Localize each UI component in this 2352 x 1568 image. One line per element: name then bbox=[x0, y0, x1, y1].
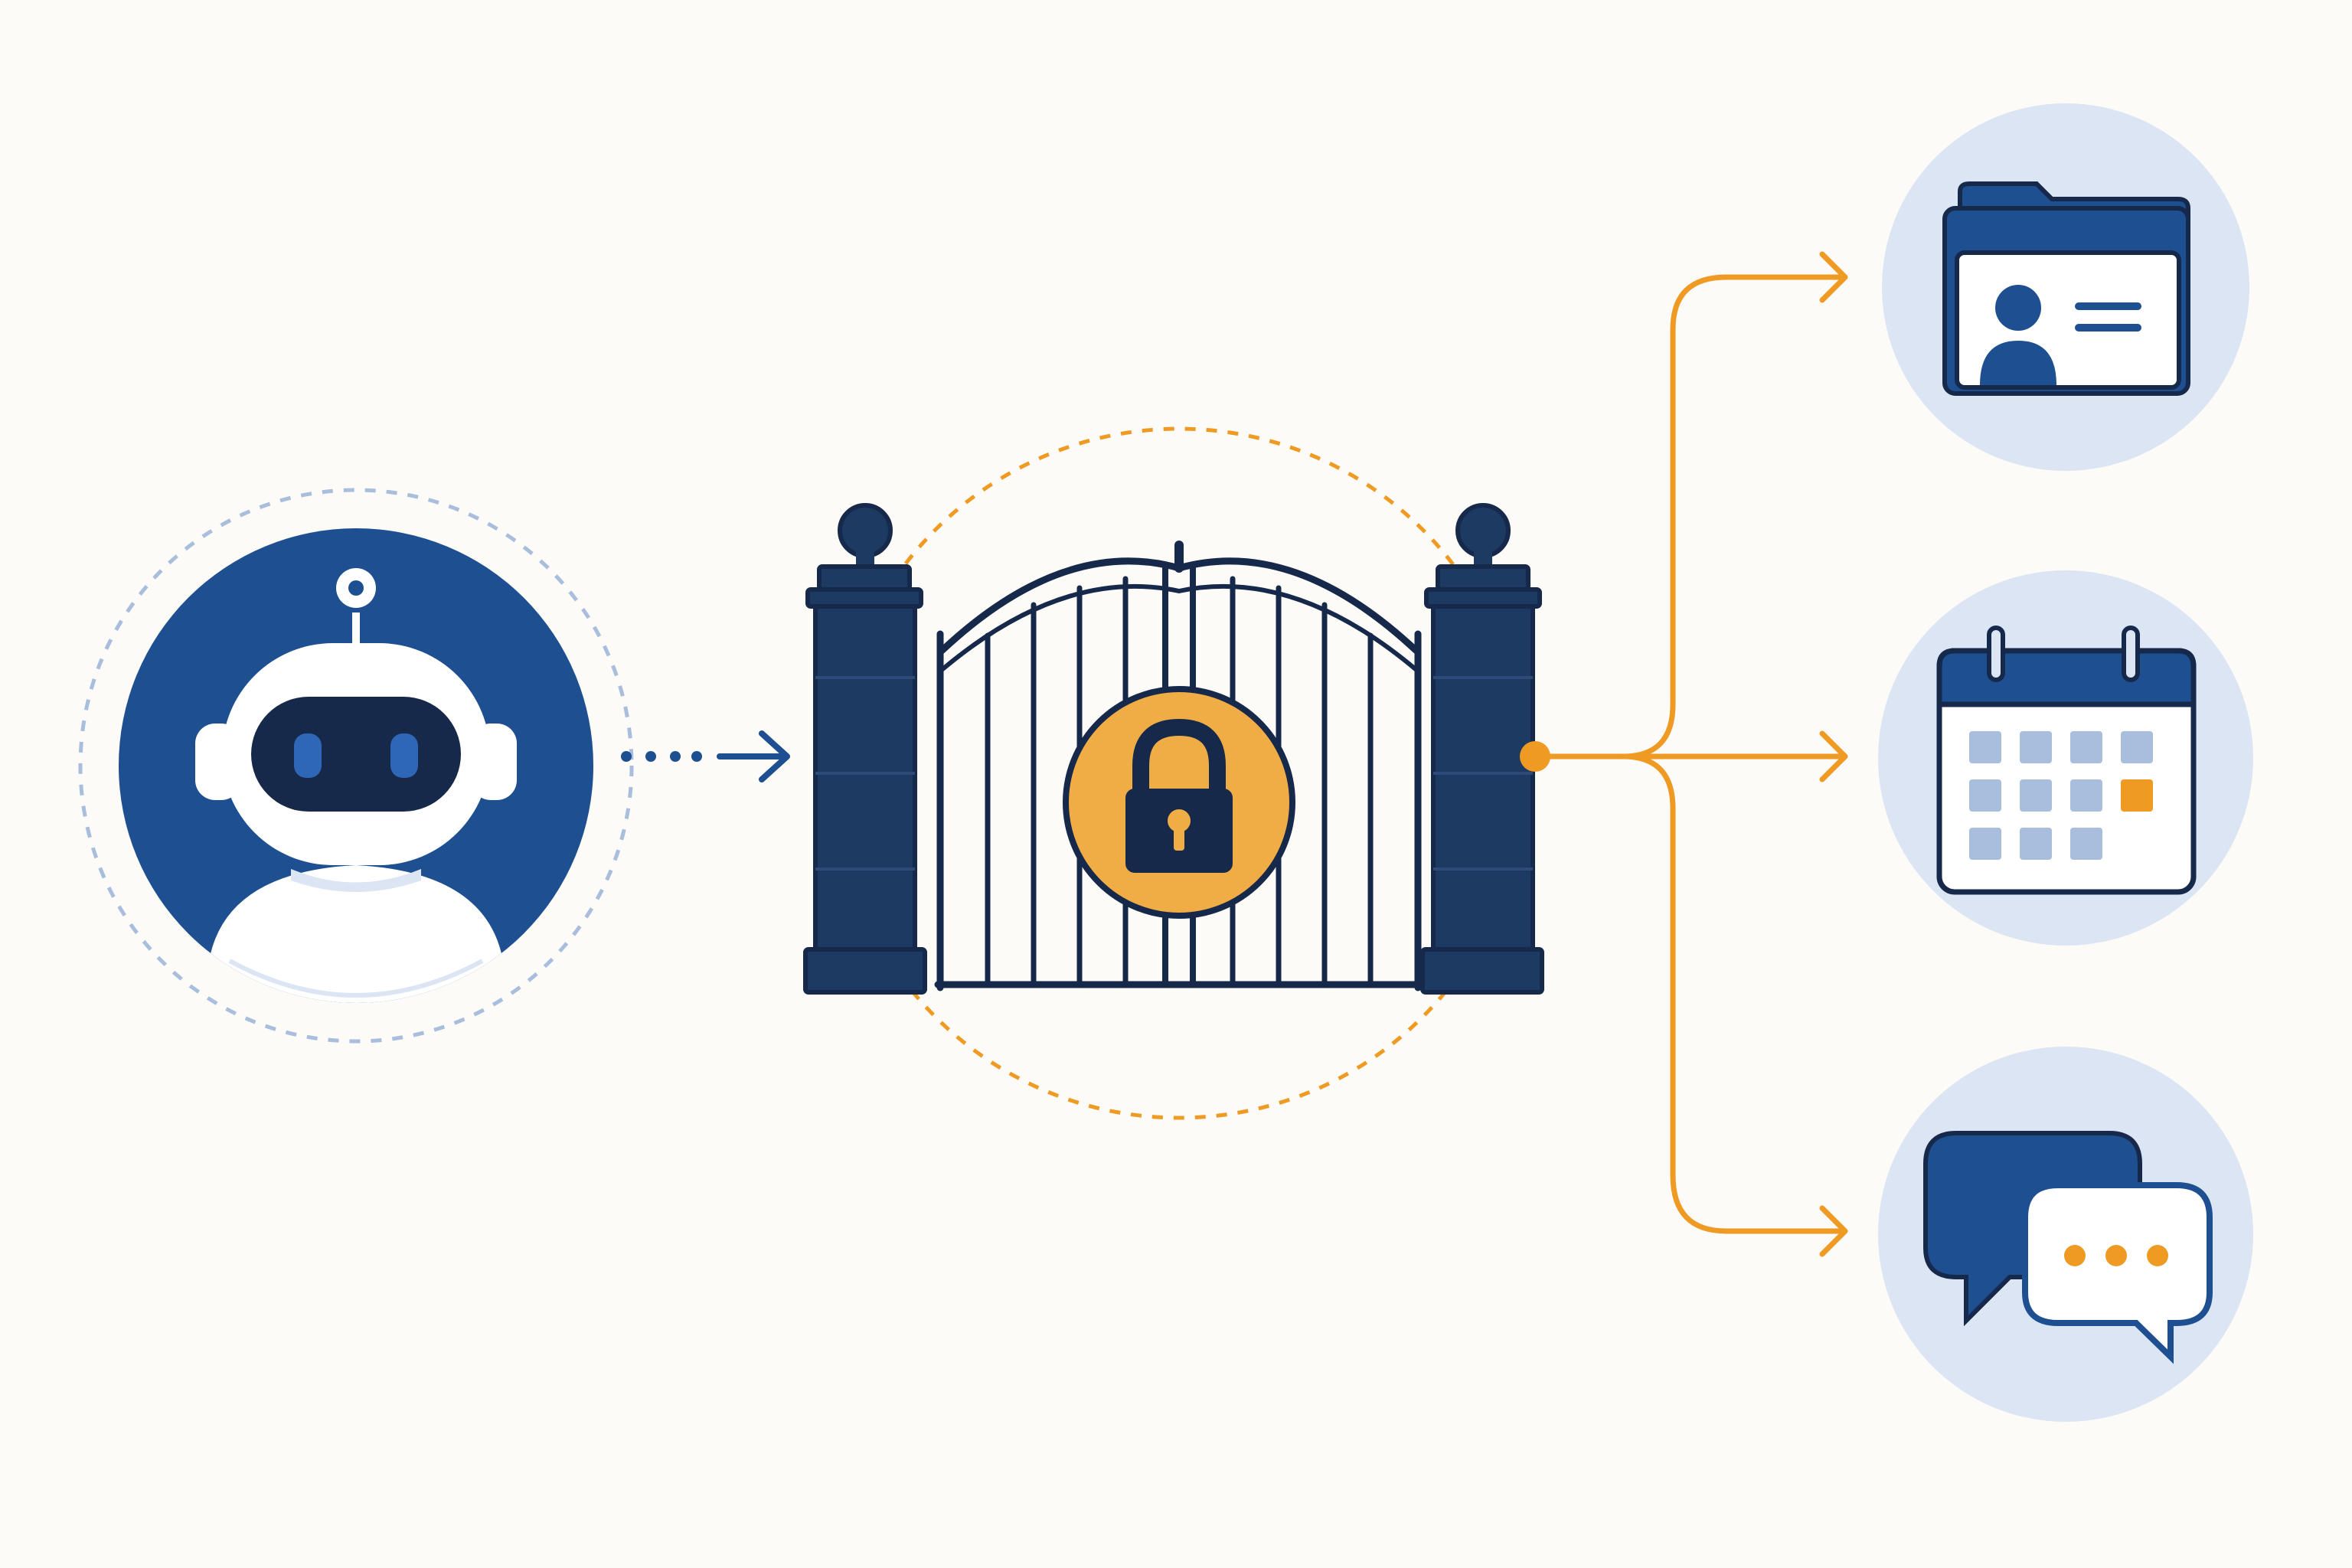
robot-dashed-ring bbox=[78, 488, 634, 1044]
arrow-head bbox=[1819, 730, 1848, 782]
calendar-resource bbox=[1878, 570, 2253, 946]
chat-resource bbox=[1878, 1047, 2253, 1422]
highlighted-day bbox=[2121, 779, 2153, 812]
right-pillar bbox=[1420, 503, 1544, 995]
robot-icon bbox=[119, 528, 593, 1003]
robot-agent bbox=[78, 488, 634, 1044]
gate-to-resources-connector bbox=[1520, 251, 1848, 1257]
locked-gate-icon bbox=[803, 426, 1544, 1120]
left-pillar bbox=[803, 503, 927, 995]
arrow-head bbox=[1819, 251, 1848, 303]
agent-to-gate-connector bbox=[621, 730, 790, 782]
padlock-icon bbox=[1063, 686, 1295, 919]
contact-folder-resource bbox=[1882, 103, 2249, 471]
chat-bubbles-icon bbox=[1923, 1131, 2213, 1364]
contact-folder-icon bbox=[1942, 181, 2190, 396]
arrow-head bbox=[1819, 1205, 1848, 1257]
arrow-head bbox=[759, 730, 790, 782]
calendar-icon bbox=[1936, 626, 2197, 895]
